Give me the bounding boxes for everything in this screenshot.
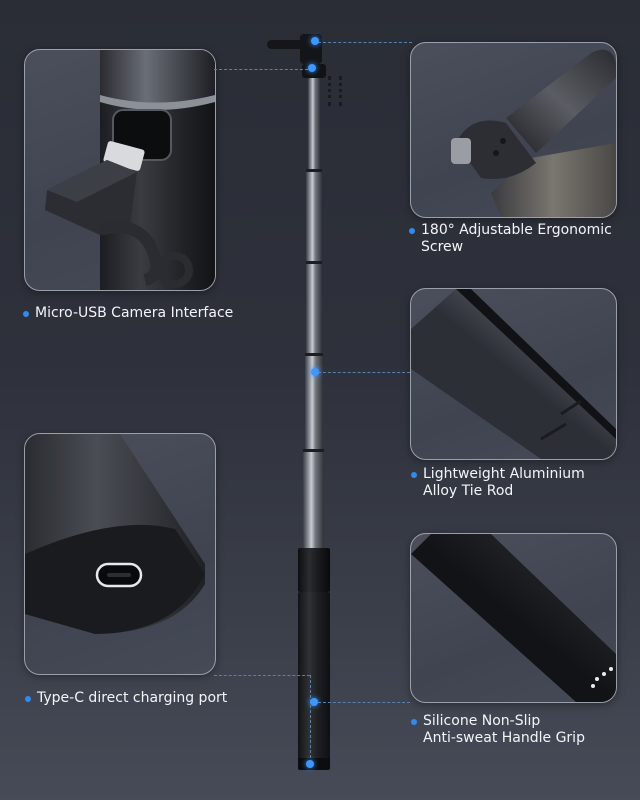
caption-line-1: 180° Adjustable Ergonomic bbox=[421, 222, 612, 238]
grip-detail-panel bbox=[410, 533, 617, 703]
micro-usb-detail-panel bbox=[24, 49, 216, 291]
segment-joint bbox=[306, 169, 322, 172]
leader-line-type-c bbox=[214, 675, 310, 676]
pole-end-cap bbox=[298, 758, 330, 770]
feature-caption-grip: Silicone Non-Slip Anti-sweat Handle Grip bbox=[411, 713, 585, 747]
caption-line-1: Silicone Non-Slip bbox=[423, 713, 541, 729]
caption-line-2: Screw bbox=[421, 239, 464, 255]
screw-detail-panel bbox=[410, 42, 617, 218]
pole-handle-grip bbox=[298, 592, 330, 764]
pole-segment-1 bbox=[308, 78, 320, 170]
bullet-icon bbox=[411, 719, 417, 725]
rod-detail-panel bbox=[410, 288, 617, 460]
top-screw-knob bbox=[267, 40, 307, 49]
leader-line-grip bbox=[318, 702, 410, 703]
pole-segment-5 bbox=[303, 450, 324, 548]
pole-segment-4 bbox=[305, 354, 323, 450]
feature-caption-rod: Lightweight Aluminium Alloy Tie Rod bbox=[411, 466, 585, 500]
pole-segment-3 bbox=[306, 262, 322, 354]
segment-joint bbox=[305, 353, 323, 356]
feature-caption-micro-usb: Micro-USB Camera Interface bbox=[23, 305, 234, 322]
caption-line-2: Anti-sweat Handle Grip bbox=[423, 730, 585, 746]
caption-line-1: Lightweight Aluminium bbox=[423, 466, 585, 482]
leader-line-rod bbox=[318, 372, 410, 373]
pole-segment-2 bbox=[306, 170, 322, 262]
aluminium-rod-illustration bbox=[411, 289, 616, 459]
leader-line-type-c-vertical bbox=[310, 675, 311, 763]
caption-line-2: Alloy Tie Rod bbox=[423, 483, 514, 499]
marker-dot-rod bbox=[311, 368, 319, 376]
bullet-icon bbox=[409, 228, 415, 234]
adjustable-screw-illustration bbox=[451, 49, 616, 217]
leader-line-micro-usb bbox=[214, 69, 308, 70]
feature-caption-screw: 180° Adjustable Ergonomic Screw bbox=[409, 222, 612, 256]
bullet-icon bbox=[23, 311, 29, 317]
feature-caption-type-c: Type-C direct charging port bbox=[25, 690, 228, 707]
handle-grip-illustration bbox=[411, 534, 616, 702]
marker-dot-type-c bbox=[306, 760, 314, 768]
type-c-detail-panel bbox=[24, 433, 216, 675]
marker-dot-grip bbox=[310, 698, 318, 706]
caption-text: Type-C direct charging port bbox=[37, 690, 228, 706]
coiled-tether bbox=[328, 76, 342, 106]
micro-usb-cable-illustration bbox=[45, 50, 215, 290]
bullet-icon bbox=[25, 696, 31, 702]
marker-dot-screw bbox=[311, 37, 319, 45]
marker-dot-micro-usb bbox=[308, 64, 316, 72]
segment-joint bbox=[303, 449, 324, 452]
type-c-port-illustration bbox=[25, 434, 205, 634]
caption-text: Micro-USB Camera Interface bbox=[35, 305, 234, 321]
bullet-icon bbox=[411, 472, 417, 478]
segment-joint bbox=[306, 261, 322, 264]
leader-line-screw bbox=[318, 42, 412, 43]
pole-black-sleeve bbox=[298, 548, 330, 592]
